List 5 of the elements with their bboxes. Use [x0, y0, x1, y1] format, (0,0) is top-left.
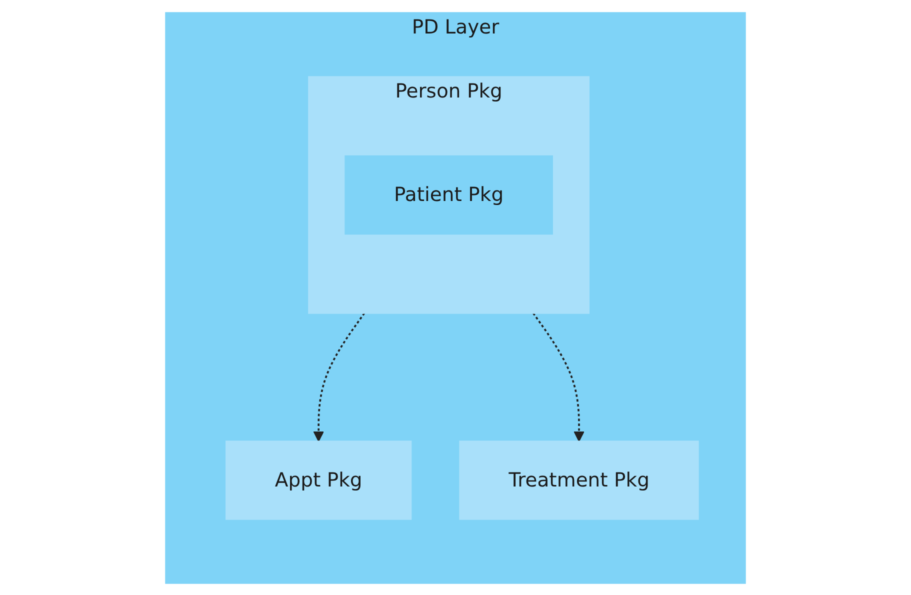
node-box: Patient Pkg: [344, 154, 553, 234]
arrow: [313, 312, 366, 442]
node-box: Appt Pkg: [226, 440, 412, 520]
node-box: Treatment Pkg: [459, 440, 699, 520]
arrow: [532, 312, 584, 442]
